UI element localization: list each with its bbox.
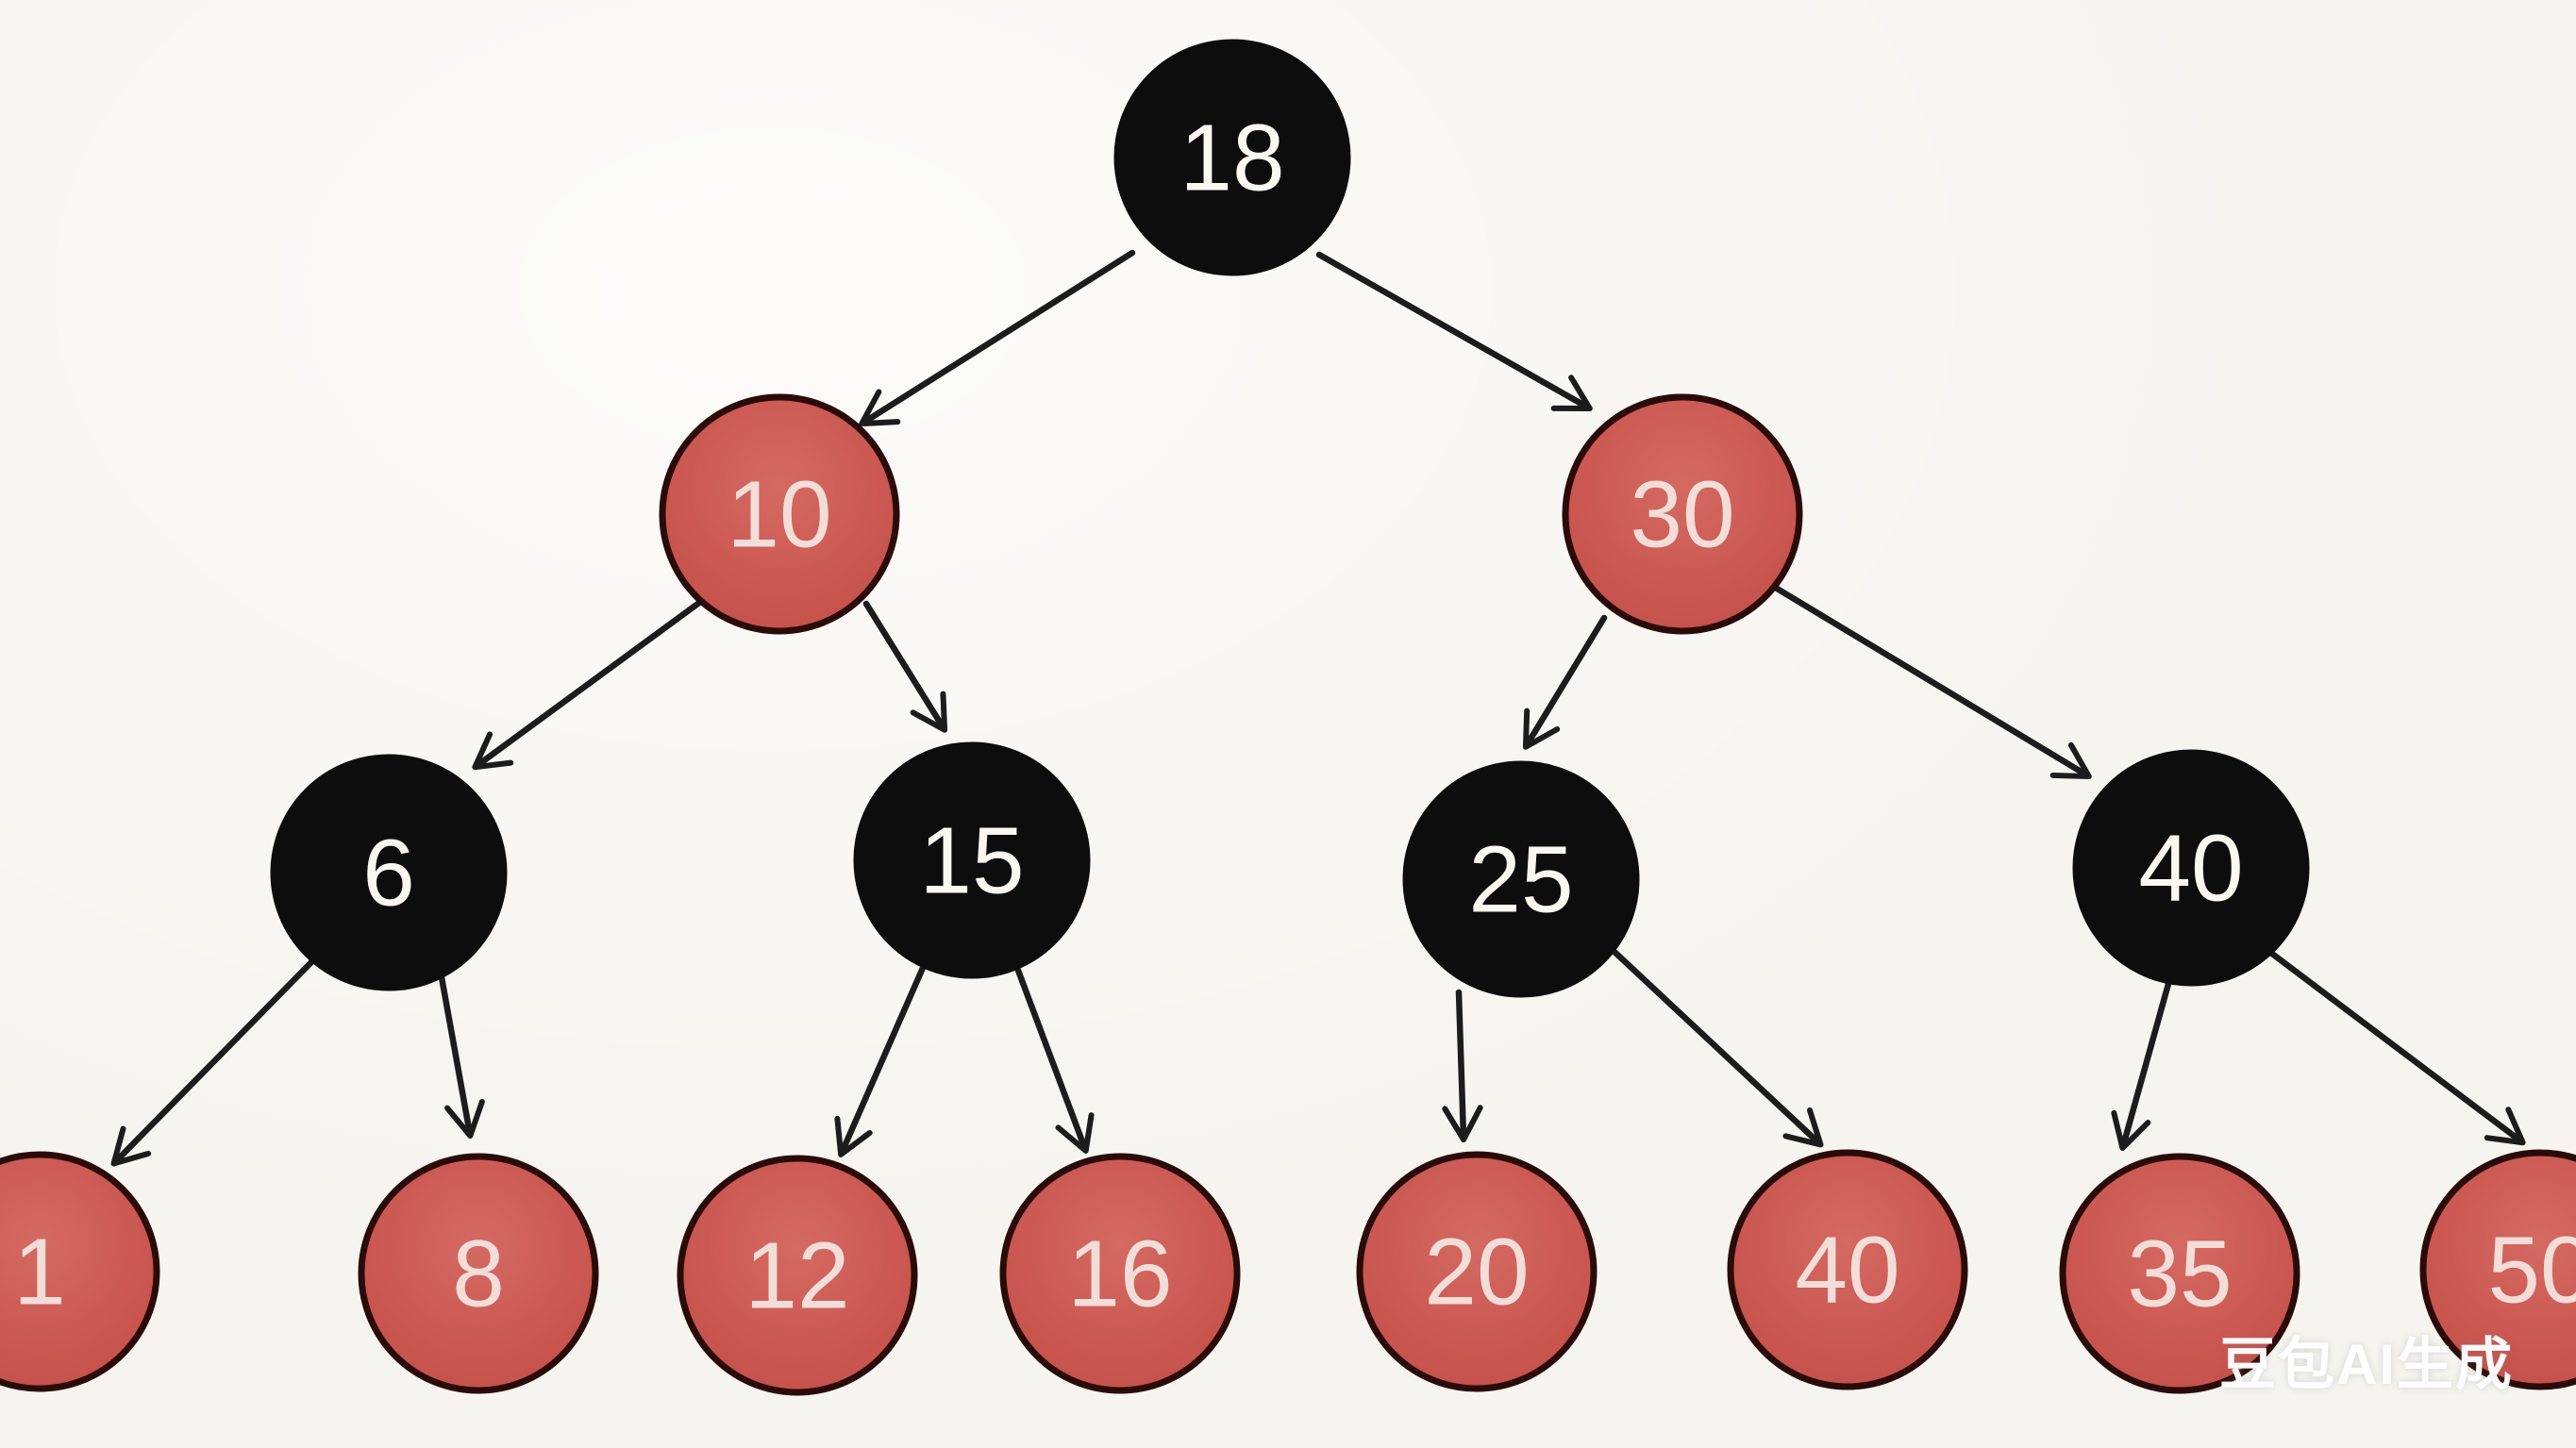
node-circle-red (999, 1153, 1241, 1394)
node-circle-black (2072, 749, 2310, 987)
edge-n40-n35 (2111, 980, 2172, 1151)
tree-node-n50: 50 (2419, 1149, 2576, 1390)
tree-node-n25: 25 (1402, 760, 1640, 998)
node-value-label: 8 (452, 1222, 505, 1327)
node-value-label: 1 (13, 1220, 66, 1325)
node-circle-black (853, 741, 1091, 979)
edge-n25-n40b (1612, 949, 1824, 1148)
node-value-label: 20 (1424, 1220, 1529, 1325)
node-circle-red (0, 1151, 160, 1392)
tree-node-n1: 1 (0, 1151, 160, 1392)
watermark-text: 豆包AI生成 (2219, 1333, 2514, 1396)
node-value-label: 10 (727, 462, 831, 568)
node-circle-red (1356, 1151, 1597, 1392)
node-value-label: 40 (1795, 1218, 1899, 1323)
tree-node-n40: 40 (2072, 749, 2310, 987)
edge-n30-n40 (1770, 583, 2092, 780)
node-value-label: 50 (2487, 1218, 2576, 1323)
node-circle-red (2059, 1153, 2300, 1394)
edge-n15-n16 (1013, 964, 1095, 1154)
edge-n10-n15 (862, 600, 948, 733)
tree-node-n6: 6 (270, 754, 508, 991)
node-value-label: 15 (919, 808, 1024, 914)
node-value-label: 35 (2127, 1222, 2232, 1327)
node-circle-red (1562, 393, 1803, 635)
node-circle-red (659, 393, 900, 635)
edge-n40-n50 (2265, 947, 2526, 1146)
node-value-label: 25 (1468, 827, 1573, 933)
node-value-label: 18 (1179, 106, 1284, 211)
node-value-label: 12 (744, 1223, 849, 1329)
node-value-label: 40 (2138, 816, 2243, 922)
edge-n30-n25 (1522, 614, 1608, 750)
tree-node-n30: 30 (1562, 393, 1803, 635)
node-circle-red (2419, 1149, 2576, 1390)
edge-layer (110, 249, 2526, 1167)
tree-node-n18: 18 (1113, 39, 1351, 276)
tree-node-n8: 8 (358, 1153, 599, 1394)
node-value-label: 30 (1630, 462, 1734, 568)
tree-node-n10: 10 (659, 393, 900, 635)
node-circle-black (1113, 39, 1351, 276)
edge-n6-n8 (438, 974, 485, 1140)
edge-n18-n10 (859, 249, 1136, 427)
edge-n18-n30 (1315, 251, 1593, 412)
node-circle-black (1402, 760, 1640, 998)
edge-n10-n6 (472, 596, 707, 771)
node-value-label: 16 (1067, 1222, 1172, 1327)
node-circle-red (677, 1155, 918, 1396)
tree-node-n12: 12 (677, 1155, 918, 1396)
node-circle-black (270, 754, 508, 991)
node-circle-red (1727, 1149, 1968, 1390)
node-value-label: 6 (362, 821, 415, 926)
tree-node-n35: 35 (2059, 1153, 2300, 1394)
tree-node-n40b: 40 (1727, 1149, 1968, 1390)
tree-node-n15: 15 (853, 741, 1091, 979)
edge-n25-n20 (1442, 989, 1483, 1143)
tree-node-n16: 16 (999, 1153, 1241, 1394)
node-circle-red (358, 1153, 599, 1394)
tree-node-n20: 20 (1356, 1151, 1597, 1392)
edge-n15-n12 (834, 964, 927, 1157)
edge-n6-n1 (110, 957, 317, 1167)
